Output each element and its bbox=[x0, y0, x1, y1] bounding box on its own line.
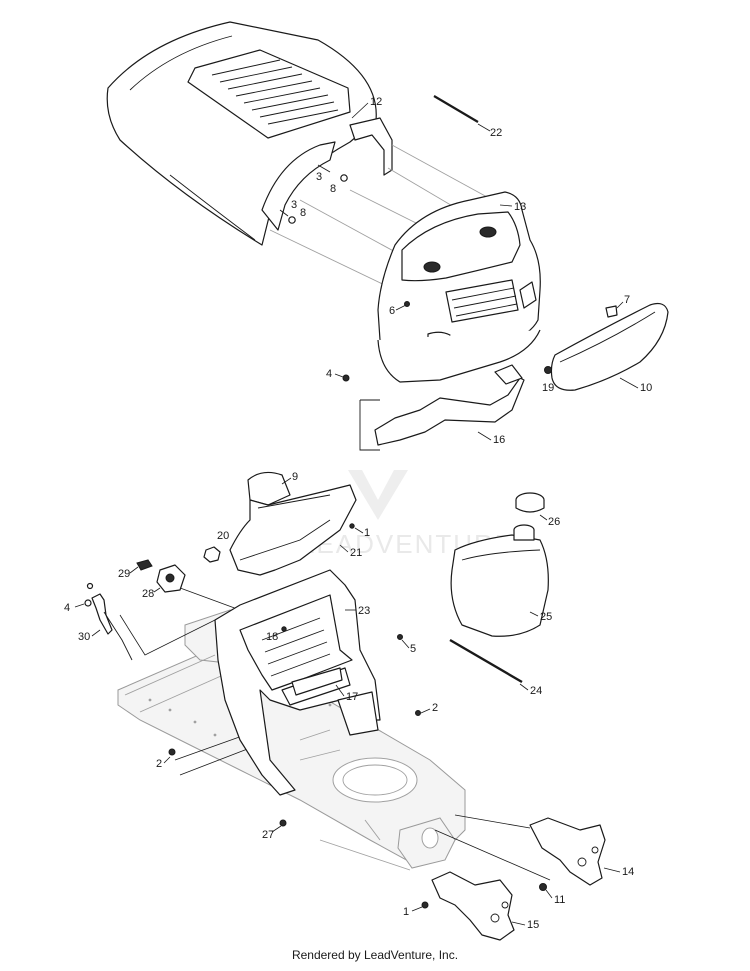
callout-17: 17 bbox=[346, 691, 358, 703]
rod-22 bbox=[433, 95, 479, 123]
hood-bracket bbox=[261, 117, 393, 231]
callout-29: 29 bbox=[118, 568, 130, 580]
bracket-16 bbox=[374, 364, 525, 446]
callout-14: 14 bbox=[622, 866, 634, 878]
bracket-14 bbox=[529, 817, 606, 886]
screw-4-left bbox=[84, 582, 94, 607]
ignition-switch-28 bbox=[156, 564, 186, 593]
bracket-17 bbox=[291, 667, 343, 696]
key-29 bbox=[136, 559, 153, 571]
callout-4-b: 4 bbox=[64, 602, 70, 614]
callout-21: 21 bbox=[350, 547, 362, 559]
callout-1-b: 1 bbox=[403, 906, 409, 918]
callout-5: 5 bbox=[410, 643, 416, 655]
fuel-tank-25 bbox=[450, 524, 549, 637]
callout-15: 15 bbox=[527, 919, 539, 931]
callout-24: 24 bbox=[530, 685, 542, 697]
footer-credit: Rendered by LeadVenture, Inc. bbox=[291, 948, 459, 962]
callout-3-b: 3 bbox=[291, 199, 297, 211]
callout-26: 26 bbox=[548, 516, 560, 528]
callout-8-b: 8 bbox=[300, 207, 306, 219]
callout-labels: 12 22 3 8 3 8 13 7 6 4 19 10 16 9 1 20 2… bbox=[64, 96, 652, 931]
strap-24 bbox=[449, 638, 523, 684]
mid-screws bbox=[168, 523, 421, 827]
nut-20 bbox=[203, 546, 221, 563]
bolt-3-8-hood bbox=[279, 164, 348, 224]
callout-18: 18 bbox=[266, 631, 278, 643]
callout-10: 10 bbox=[640, 382, 652, 394]
hood-panel bbox=[106, 21, 377, 246]
leader-box-16 bbox=[359, 400, 380, 451]
callout-3-a: 3 bbox=[316, 171, 322, 183]
bolt-7 bbox=[605, 305, 618, 318]
callout-25: 25 bbox=[540, 611, 552, 623]
dash-support-9 bbox=[229, 471, 357, 576]
callout-12: 12 bbox=[370, 96, 382, 108]
bumper-10 bbox=[550, 302, 669, 391]
callout-1-a: 1 bbox=[364, 527, 370, 539]
callout-13: 13 bbox=[514, 201, 526, 213]
callout-23: 23 bbox=[358, 605, 370, 617]
callout-30: 30 bbox=[78, 631, 90, 643]
callout-9: 9 bbox=[292, 471, 298, 483]
fuel-cap-26 bbox=[515, 492, 545, 513]
bolts-bottom bbox=[421, 883, 547, 909]
mid-leaders bbox=[119, 584, 551, 881]
callout-27: 27 bbox=[262, 829, 274, 841]
callout-6: 6 bbox=[389, 305, 395, 317]
callout-8-a: 8 bbox=[330, 183, 336, 195]
callout-4-a: 4 bbox=[326, 368, 332, 380]
callout-7: 7 bbox=[624, 294, 630, 306]
callout-2-b: 2 bbox=[156, 758, 162, 770]
callout-11: 11 bbox=[554, 894, 565, 906]
callout-28: 28 bbox=[142, 588, 154, 600]
callout-20: 20 bbox=[217, 530, 229, 542]
callout-16: 16 bbox=[493, 434, 505, 446]
callout-2-a: 2 bbox=[432, 702, 438, 714]
nut-19 bbox=[544, 366, 552, 374]
front-grille bbox=[377, 191, 541, 383]
bracket-15 bbox=[431, 871, 515, 941]
callout-19: 19 bbox=[542, 382, 554, 394]
throttle-30 bbox=[91, 593, 133, 661]
callout-22: 22 bbox=[490, 127, 502, 139]
